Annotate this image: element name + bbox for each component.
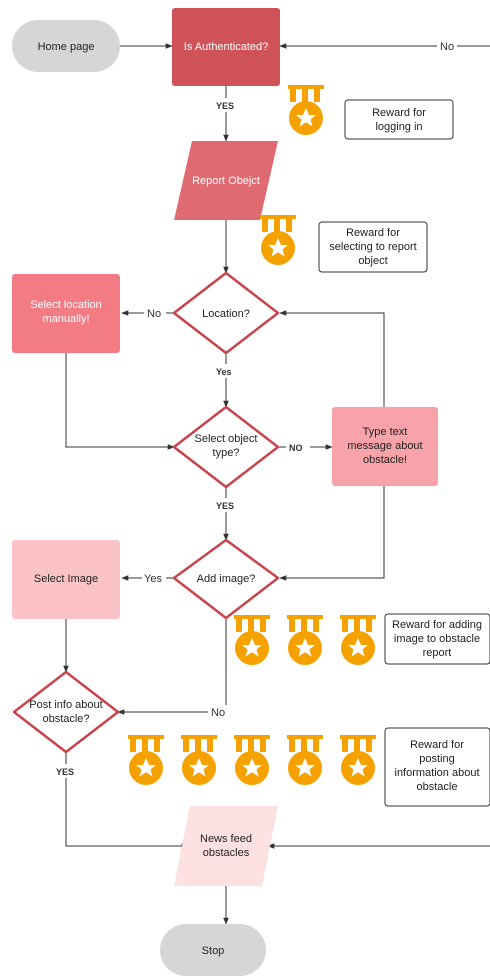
label-obj-yes: YES — [216, 501, 234, 511]
node-type-text-message: Type text message about obstacle! — [332, 407, 438, 486]
reward-note-posting: Reward for posting information about obs… — [384, 727, 490, 807]
node-object-type-decision: Select object type? — [172, 405, 280, 489]
node-stop: Stop — [160, 924, 266, 976]
reward-posting-line-3: information about — [395, 767, 480, 779]
node-report-label: Report Obejct — [192, 175, 260, 187]
reward-select-line-3: object — [358, 255, 387, 267]
label-auth-no: No — [440, 41, 454, 53]
node-typetext-line-3: obstacle! — [363, 454, 407, 466]
node-news-line-2: obstacles — [203, 847, 250, 859]
reward-image-line-3: report — [423, 647, 452, 659]
medal-post-4-icon — [287, 735, 323, 785]
reward-login-line-2: logging in — [375, 121, 422, 133]
reward-posting-line-4: obstacle — [417, 781, 458, 793]
node-is-authenticated: Is Authenticated? — [172, 8, 280, 86]
node-selimage-label: Select Image — [34, 573, 98, 585]
reward-note-select: Reward for selecting to report object — [318, 221, 428, 273]
label-post-yes: YES — [56, 767, 74, 777]
node-manual-line-2: manually! — [42, 313, 89, 325]
node-home-label: Home page — [38, 41, 95, 53]
node-postinfo-line-2: obstacle? — [42, 713, 89, 725]
label-obj-no: NO — [289, 443, 303, 453]
reward-select-line-1: Reward for — [346, 227, 400, 239]
reward-login-line-1: Reward for — [372, 107, 426, 119]
label-auth-yes: YES — [216, 101, 234, 111]
label-img-no: No — [211, 707, 225, 719]
edge-addimage-postinfo — [117, 618, 227, 715]
node-news-feed: News feed obstacles — [174, 806, 278, 886]
node-select-location-manually: Select location manually! — [12, 274, 120, 353]
edge-typetext-addimage — [279, 486, 385, 581]
node-typetext-line-2: message about — [347, 440, 422, 452]
node-location-label: Location? — [202, 308, 250, 320]
label-loc-yes: Yes — [216, 367, 232, 377]
edge-manual-objtype — [65, 353, 175, 450]
reward-posting-line-1: Reward for — [410, 739, 464, 751]
node-home-page: Home page — [12, 20, 120, 72]
reward-image-line-1: Reward for adding — [392, 619, 482, 631]
medal-post-5-icon — [340, 735, 376, 785]
node-auth-label: Is Authenticated? — [184, 41, 268, 53]
reward-select-line-2: selecting to report — [329, 241, 416, 253]
node-select-image: Select Image — [12, 540, 120, 619]
node-report-object: Report Obejct — [174, 141, 278, 220]
node-location-decision: Location? — [172, 271, 280, 355]
node-addimage-label: Add image? — [197, 573, 256, 585]
reward-note-login: Reward for logging in — [344, 99, 454, 140]
medal-image-1-icon — [234, 615, 270, 665]
node-typetext-line-1: Type text — [363, 426, 408, 438]
node-stop-label: Stop — [202, 945, 225, 957]
reward-image-line-2: image to obstacle — [394, 633, 480, 645]
node-objtype-line-1: Select object — [195, 433, 258, 445]
edge-postinfo-news — [65, 752, 189, 849]
label-loc-no: No — [147, 308, 161, 320]
edge-typetext-location — [279, 310, 385, 407]
node-post-info-decision: Post info about obstacle? — [12, 670, 120, 754]
node-manual-line-1: Select location — [30, 299, 102, 311]
medal-login-icon — [288, 85, 324, 135]
node-postinfo-line-1: Post info about — [29, 699, 102, 711]
node-add-image-decision: Add image? — [172, 538, 280, 620]
medal-select-icon — [260, 215, 296, 265]
medal-image-3-icon — [340, 615, 376, 665]
medal-image-2-icon — [287, 615, 323, 665]
node-news-line-1: News feed — [200, 833, 252, 845]
reward-note-image: Reward for adding image to obstacle repo… — [384, 613, 490, 665]
medal-post-3-icon — [234, 735, 270, 785]
label-img-yes: Yes — [144, 573, 162, 585]
medal-post-1-icon — [128, 735, 164, 785]
reward-posting-line-2: posting — [419, 753, 454, 765]
medal-post-2-icon — [181, 735, 217, 785]
node-objtype-line-2: type? — [213, 447, 240, 459]
